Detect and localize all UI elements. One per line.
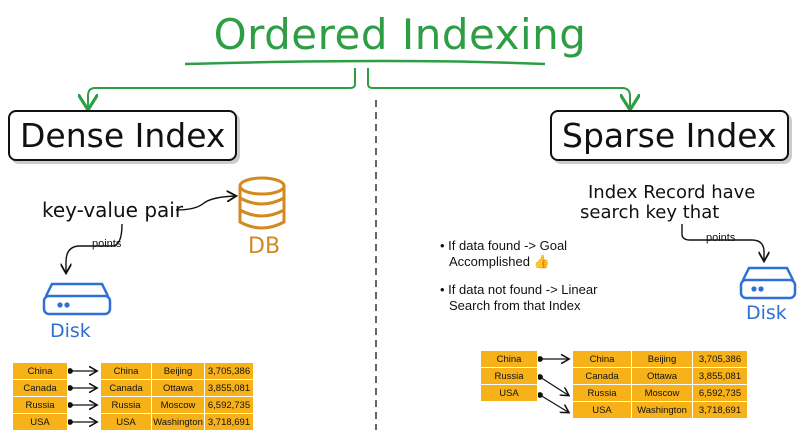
record-cell: 3,705,386	[692, 350, 748, 368]
record-cell: 3,718,691	[692, 401, 748, 419]
record-cell: Beijing	[151, 362, 205, 380]
table-row: USA Washington 3,718,691	[100, 413, 254, 431]
record-cell: China	[100, 362, 152, 380]
sparse-index-table: China Russia USA	[480, 350, 538, 402]
bullet-found: • If data found -> Goal Accomplished 👍	[440, 238, 568, 269]
db-label: DB	[248, 234, 281, 259]
record-cell: Moscow	[631, 384, 693, 402]
sparse-records-table: China Beijing 3,705,386 Canada Ottawa 3,…	[572, 350, 748, 419]
table-row: China	[480, 350, 538, 368]
index-key-cell: Russia	[12, 396, 68, 414]
record-cell: Washington	[631, 401, 693, 419]
sparse-pointer-arrows	[537, 357, 568, 412]
bullet-found-line1: If data found -> Goal	[448, 238, 568, 253]
table-row: Canada Ottawa 3,855,081	[100, 379, 254, 397]
index-key-cell: USA	[12, 413, 68, 431]
record-cell: 3,718,691	[204, 413, 254, 431]
key-value-label: key-value pair	[42, 198, 184, 222]
record-cell: Ottawa	[151, 379, 205, 397]
record-cell: 3,855,081	[204, 379, 254, 397]
record-cell: Washington	[151, 413, 205, 431]
record-cell: China	[572, 350, 632, 368]
dense-disk-label: Disk	[50, 320, 91, 342]
record-cell: USA	[100, 413, 152, 431]
table-row: China Beijing 3,705,386	[100, 362, 254, 380]
disk-icon	[42, 282, 112, 316]
sparse-points-arrow	[681, 224, 764, 260]
record-cell: Beijing	[631, 350, 693, 368]
table-row: Russia Moscow 6,592,735	[572, 384, 748, 402]
record-cell: Russia	[100, 396, 152, 414]
table-row: Russia	[12, 396, 68, 414]
record-cell: Ottawa	[631, 367, 693, 385]
record-cell: Moscow	[151, 396, 205, 414]
bullet-not-found: • If data not found -> Linear Search fro…	[440, 282, 598, 313]
record-cell: Russia	[572, 384, 632, 402]
index-key-cell: USA	[480, 384, 538, 402]
sparse-desc-line1: Index Record have	[588, 182, 756, 203]
table-row: Canada Ottawa 3,855,081	[572, 367, 748, 385]
dense-records-table: China Beijing 3,705,386 Canada Ottawa 3,…	[100, 362, 254, 431]
record-cell: 6,592,735	[692, 384, 748, 402]
table-row: China Beijing 3,705,386	[572, 350, 748, 368]
sparse-points-label: points	[706, 232, 736, 244]
title-arrow-left	[88, 68, 356, 108]
table-row: Russia	[480, 367, 538, 385]
disk-icon	[739, 266, 797, 300]
index-key-cell: Russia	[480, 367, 538, 385]
record-cell: USA	[572, 401, 632, 419]
database-icon	[238, 176, 286, 230]
title-underline	[184, 59, 546, 66]
thumbs-up-icon: 👍	[533, 254, 550, 269]
sparse-desc-line2: search key that	[580, 202, 720, 223]
table-row: Canada	[12, 379, 68, 397]
title-arrow-right	[367, 68, 630, 108]
index-key-cell: China	[480, 350, 538, 368]
kv-to-disk-arrow	[66, 223, 123, 272]
dense-index-heading: Dense Index	[8, 110, 238, 161]
index-key-cell: China	[12, 362, 68, 380]
table-row: USA	[12, 413, 68, 431]
bullet-found-line2: Accomplished	[449, 254, 530, 269]
record-cell: Canada	[100, 379, 152, 397]
record-cell: 3,855,081	[692, 367, 748, 385]
table-row: USA Washington 3,718,691	[572, 401, 748, 419]
record-cell: 3,705,386	[204, 362, 254, 380]
sparse-index-heading: Sparse Index	[550, 110, 789, 161]
kv-to-db-arrow	[175, 196, 235, 211]
dense-index-table: China Canada Russia USA	[12, 362, 68, 431]
table-row: Russia Moscow 6,592,735	[100, 396, 254, 414]
table-row: USA	[480, 384, 538, 402]
table-row: China	[12, 362, 68, 380]
bullet-not-found-line1: If data not found -> Linear	[448, 282, 598, 297]
sparse-disk-label: Disk	[746, 302, 787, 324]
bullet-not-found-line2: Search from that Index	[449, 298, 581, 313]
index-key-cell: Canada	[12, 379, 68, 397]
record-cell: 6,592,735	[204, 396, 254, 414]
dense-points-label: points	[92, 238, 122, 250]
page-title: Ordered Indexing	[213, 10, 587, 59]
record-cell: Canada	[572, 367, 632, 385]
dense-pointer-arrows	[67, 369, 96, 425]
